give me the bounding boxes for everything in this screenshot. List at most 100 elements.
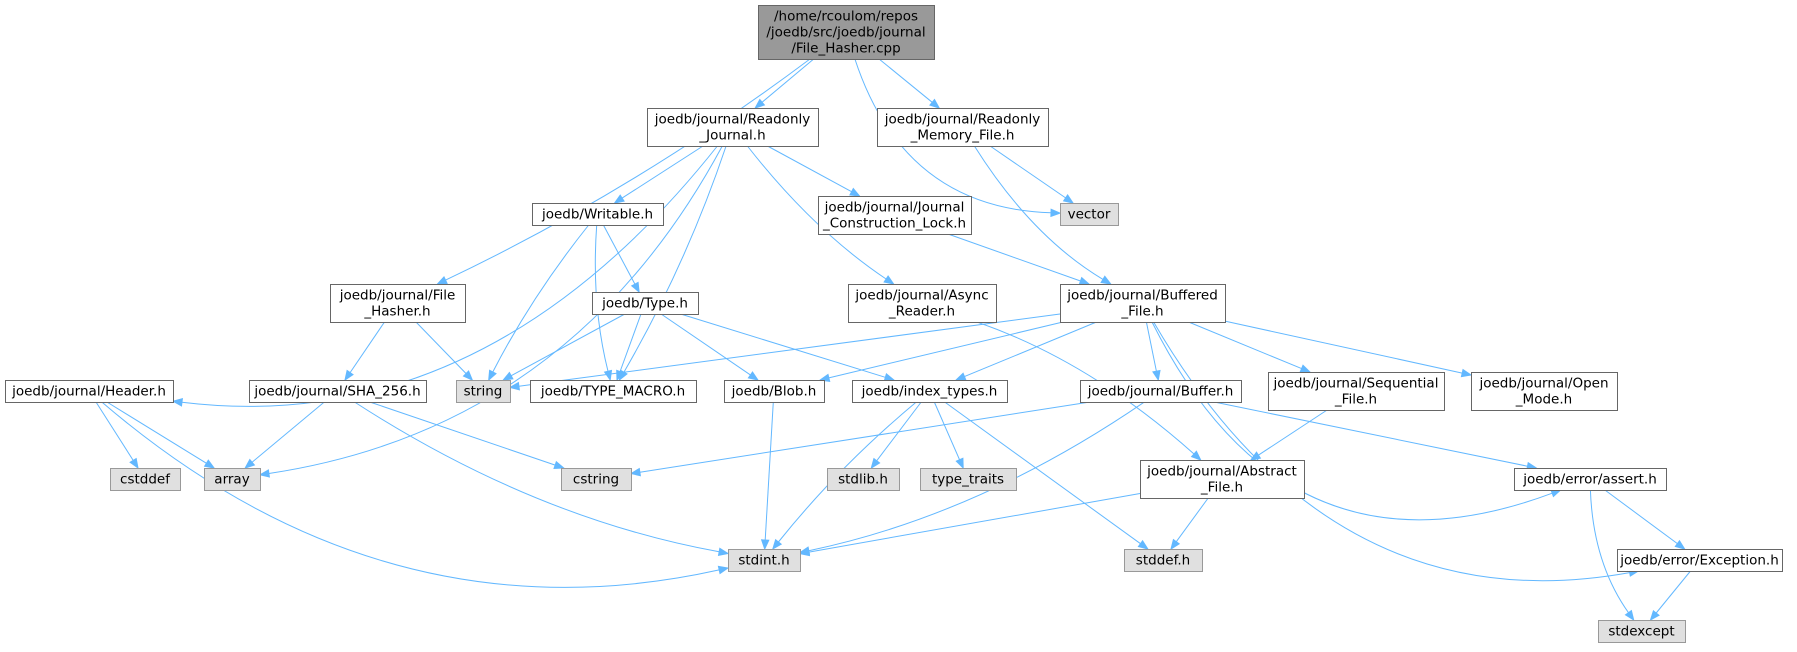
node-exception-h[interactable]: joedb/error/Exception.h bbox=[1617, 549, 1783, 572]
node-type-h[interactable]: joedb/Type.h bbox=[592, 292, 699, 315]
arrowhead-type-h-to-string bbox=[502, 371, 514, 381]
edge-sha-256-to-array bbox=[251, 401, 325, 463]
node-box-stdlib bbox=[827, 468, 900, 491]
node-label-sha-256: joedb/journal/SHA_256.h bbox=[253, 384, 420, 400]
node-box-string bbox=[456, 380, 511, 403]
arrowhead-assert-h-to-exception-h bbox=[1674, 539, 1686, 550]
edge-blob-to-stdint bbox=[764, 401, 774, 541]
node-sha-256[interactable]: joedb/journal/SHA_256.h bbox=[249, 380, 427, 403]
node-box-header-h bbox=[5, 380, 174, 403]
edge-exception-h-to-stdexcept bbox=[1655, 570, 1691, 614]
node-index-types[interactable]: joedb/index_types.h bbox=[852, 380, 1008, 403]
node-label-root: /home/rcoulom/repos bbox=[774, 9, 918, 25]
arrowhead-buffered-file-to-string bbox=[508, 381, 520, 391]
edge-abstract-file-to-stddef bbox=[1175, 497, 1209, 542]
node-label-buffered-file: joedb/journal/Buffered bbox=[1066, 288, 1218, 304]
node-buffered-file[interactable]: joedb/journal/Buffered_File.h bbox=[1060, 284, 1226, 323]
edge-index-types-to-type-traits bbox=[933, 401, 961, 460]
node-writable[interactable]: joedb/Writable.h bbox=[532, 203, 664, 226]
edge-readonly-memory-file-to-buffered-file bbox=[973, 145, 1104, 280]
node-cstddef: cstddef bbox=[110, 468, 181, 491]
edge-file-hasher-h-to-string bbox=[415, 321, 467, 374]
edge-buffer-h-to-cstring bbox=[639, 401, 1090, 473]
node-header-h[interactable]: joedb/journal/Header.h bbox=[5, 380, 174, 403]
arrowhead-file-hasher-h-to-sha-256 bbox=[344, 369, 354, 382]
node-box-buffered-file bbox=[1060, 284, 1226, 323]
arrowhead-type-h-to-index-types bbox=[883, 373, 896, 382]
node-box-abstract-file bbox=[1140, 460, 1305, 499]
node-blob[interactable]: joedb/Blob.h bbox=[724, 380, 825, 403]
arrowhead-root-to-file-hasher-h bbox=[436, 276, 448, 285]
node-type-macro[interactable]: joedb/TYPE_MACRO.h bbox=[530, 380, 697, 403]
arrowhead-async-reader-to-abstract-file bbox=[1190, 450, 1202, 461]
node-label-type-macro: joedb/TYPE_MACRO.h bbox=[540, 384, 685, 400]
node-abstract-file[interactable]: joedb/journal/Abstract_File.h bbox=[1140, 460, 1305, 499]
node-box-cstddef bbox=[110, 468, 181, 491]
node-box-readonly-journal bbox=[647, 108, 819, 147]
arrowhead-readonly-journal-to-header-h bbox=[171, 398, 183, 407]
node-stdexcept: stdexcept bbox=[1598, 620, 1686, 643]
node-box-stdexcept bbox=[1598, 620, 1686, 643]
arrowhead-buffered-file-to-index-types bbox=[954, 372, 967, 381]
node-label-sequential-file: joedb/journal/Sequential bbox=[1273, 376, 1439, 392]
node-array: array bbox=[204, 468, 261, 491]
node-assert-h[interactable]: joedb/error/assert.h bbox=[1514, 468, 1667, 491]
node-box-async-reader bbox=[848, 284, 997, 323]
node-type-traits: type_traits bbox=[920, 468, 1017, 491]
node-label-exception-h: joedb/error/Exception.h bbox=[1619, 553, 1779, 569]
arrowhead-readonly-journal-to-async-reader bbox=[883, 275, 895, 285]
node-box-writable bbox=[532, 203, 664, 226]
edge-readonly-memory-file-to-vector bbox=[989, 145, 1066, 199]
arrowhead-root-to-readonly-memory-file bbox=[929, 98, 941, 109]
node-buffer-h[interactable]: joedb/journal/Buffer.h bbox=[1080, 380, 1242, 403]
node-readonly-journal[interactable]: joedb/journal/Readonly_Journal.h bbox=[647, 108, 819, 147]
node-async-reader[interactable]: joedb/journal/Async_Reader.h bbox=[848, 284, 997, 323]
edge-async-reader-to-abstract-file bbox=[976, 321, 1195, 455]
arrowhead-abstract-file-to-stddef bbox=[1170, 538, 1181, 551]
arrowhead-index-types-to-stdint bbox=[771, 538, 783, 551]
node-box-type-traits bbox=[920, 468, 1017, 491]
edge-root-to-vector bbox=[854, 58, 1052, 214]
arrowhead-assert-h-to-stdexcept bbox=[1624, 609, 1635, 622]
arrowhead-readonly-memory-file-to-vector bbox=[1062, 193, 1075, 204]
node-box-sha-256 bbox=[249, 380, 427, 403]
node-sequential-file[interactable]: joedb/journal/Sequential_File.h bbox=[1268, 372, 1445, 411]
edge-assert-h-to-exception-h bbox=[1604, 489, 1678, 545]
edge-sha-256-to-cstring bbox=[369, 401, 556, 466]
arrowhead-header-h-to-array bbox=[203, 459, 216, 469]
arrowhead-index-types-to-type-traits bbox=[955, 457, 964, 470]
arrowhead-root-to-vector bbox=[1050, 208, 1062, 218]
node-stdint: stdint.h bbox=[728, 549, 801, 572]
arrowhead-sha-256-to-array bbox=[244, 458, 256, 469]
edge-root-to-file-hasher-h bbox=[445, 58, 811, 281]
edge-index-types-to-stdlib bbox=[876, 401, 922, 462]
edge-readonly-journal-to-writable bbox=[621, 145, 704, 199]
edge-writable-to-type-h bbox=[602, 224, 636, 285]
edge-readonly-journal-to-array bbox=[268, 145, 723, 474]
edge-readonly-journal-to-journal-construction-lock bbox=[767, 145, 852, 193]
edge-type-h-to-type-macro bbox=[619, 313, 642, 372]
node-file-hasher-h[interactable]: joedb/journal/File_Hasher.h bbox=[330, 284, 466, 323]
node-box-array bbox=[204, 468, 261, 491]
node-label-stddef: stddef.h bbox=[1136, 553, 1190, 569]
node-label-readonly-memory-file: _Memory_File.h bbox=[910, 128, 1015, 144]
node-label-journal-construction-lock: joedb/journal/Journal bbox=[824, 200, 965, 216]
node-journal-construction-lock[interactable]: joedb/journal/Journal_Construction_Lock.… bbox=[818, 196, 972, 235]
edge-file-hasher-h-to-sha-256 bbox=[349, 321, 385, 373]
arrowhead-buffered-file-to-open-mode bbox=[1460, 368, 1473, 378]
arrowhead-buffered-file-to-sequential-file bbox=[1299, 364, 1312, 373]
edge-buffered-file-to-blob bbox=[828, 321, 1064, 379]
node-root[interactable]: /home/rcoulom/repos/joedb/src/joedb/jour… bbox=[758, 5, 935, 60]
node-box-assert-h bbox=[1514, 468, 1667, 491]
edge-buffered-file-to-exception-h bbox=[1153, 321, 1630, 582]
node-stdlib: stdlib.h bbox=[827, 468, 900, 491]
node-readonly-memory-file[interactable]: joedb/journal/Readonly_Memory_File.h bbox=[877, 108, 1049, 147]
node-box-buffer-h bbox=[1080, 380, 1242, 403]
arrowhead-header-h-to-stdint bbox=[717, 565, 730, 575]
arrowhead-writable-to-string bbox=[488, 369, 497, 382]
arrowhead-readonly-memory-file-to-buffered-file bbox=[1100, 275, 1112, 285]
node-open-mode[interactable]: joedb/journal/Open_Mode.h bbox=[1471, 372, 1618, 411]
node-label-readonly-memory-file: joedb/journal/Readonly bbox=[884, 112, 1041, 128]
node-label-array: array bbox=[214, 472, 249, 488]
